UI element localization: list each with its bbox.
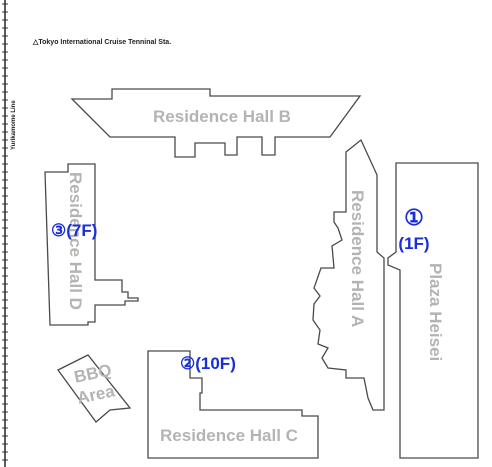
residence-hall-d-outline xyxy=(44,163,139,326)
residence-hall-b-outline xyxy=(70,88,362,158)
bbq-area-outline xyxy=(57,354,132,423)
marker-3-label: ③(7F) xyxy=(51,221,97,240)
residence-hall-b-label: Residence Hall B xyxy=(153,107,291,126)
plaza-heisei-label: Plaza Heisei xyxy=(426,263,445,361)
terminal-station-note: △Tokyo International Cruise Tenninal Sta… xyxy=(32,39,171,46)
residence-hall-c-outline xyxy=(147,350,319,459)
marker-1-floor: (1F) xyxy=(398,234,429,253)
marker-1-number: ① xyxy=(404,205,424,230)
residence-hall-d-label: Residence Hall D xyxy=(66,172,85,310)
railway-line xyxy=(2,0,8,467)
plaza-heisei-outline xyxy=(387,162,479,459)
rail-line-label: Yurikamome Line xyxy=(11,100,17,150)
residence-hall-a-label: Residence Hall A xyxy=(348,190,367,327)
residence-hall-a-outline xyxy=(312,138,385,411)
marker-2-label: ②(10F) xyxy=(180,354,236,373)
residence-hall-c-label: Residence Hall C xyxy=(160,426,298,445)
